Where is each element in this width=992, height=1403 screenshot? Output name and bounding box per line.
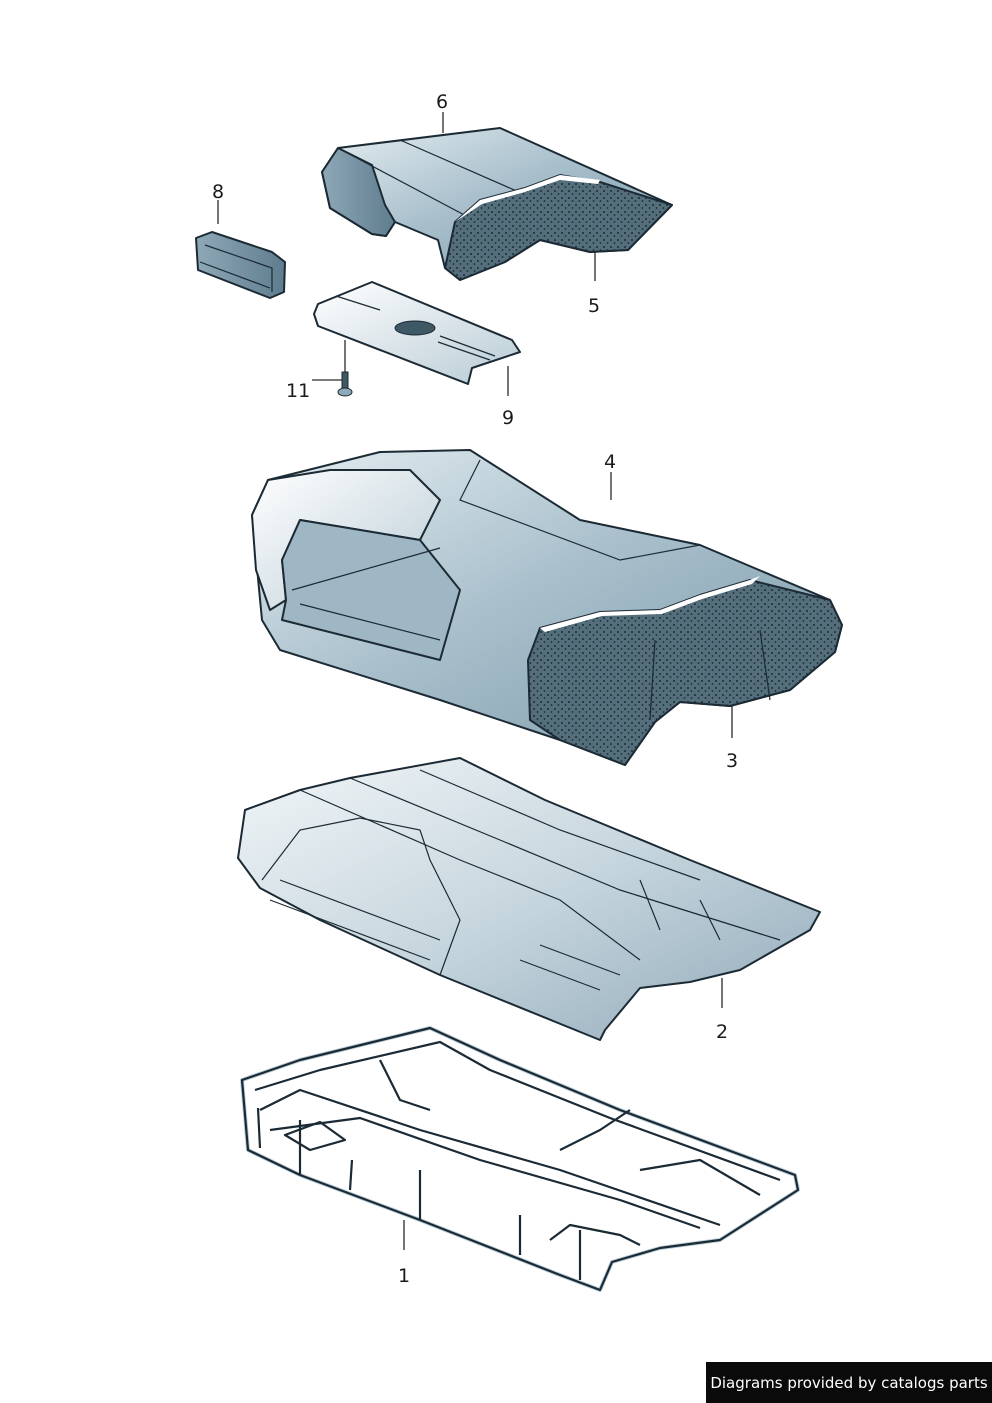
callout-8: 8 [212, 181, 224, 203]
callout-11: 11 [286, 380, 310, 402]
callout-1: 1 [398, 1265, 410, 1287]
seat-pan [237, 757, 821, 1041]
callout-3: 3 [726, 750, 738, 772]
screw [337, 371, 353, 397]
callout-5: 5 [588, 295, 600, 317]
callout-6: 6 [436, 91, 448, 113]
leader-lines [217, 112, 733, 1250]
callout-9: 9 [502, 407, 514, 429]
seat-cushion-small [321, 127, 673, 281]
callout-2: 2 [716, 1021, 728, 1043]
seat-cushion-main [251, 449, 843, 766]
credit-text: Diagrams provided by catalogs parts [710, 1373, 988, 1392]
credit-badge: Diagrams provided by catalogs parts [706, 1362, 992, 1403]
trim-panel [313, 281, 521, 385]
wire-frame [240, 1026, 800, 1292]
callout-4: 4 [604, 451, 616, 473]
clip-part [195, 231, 286, 299]
